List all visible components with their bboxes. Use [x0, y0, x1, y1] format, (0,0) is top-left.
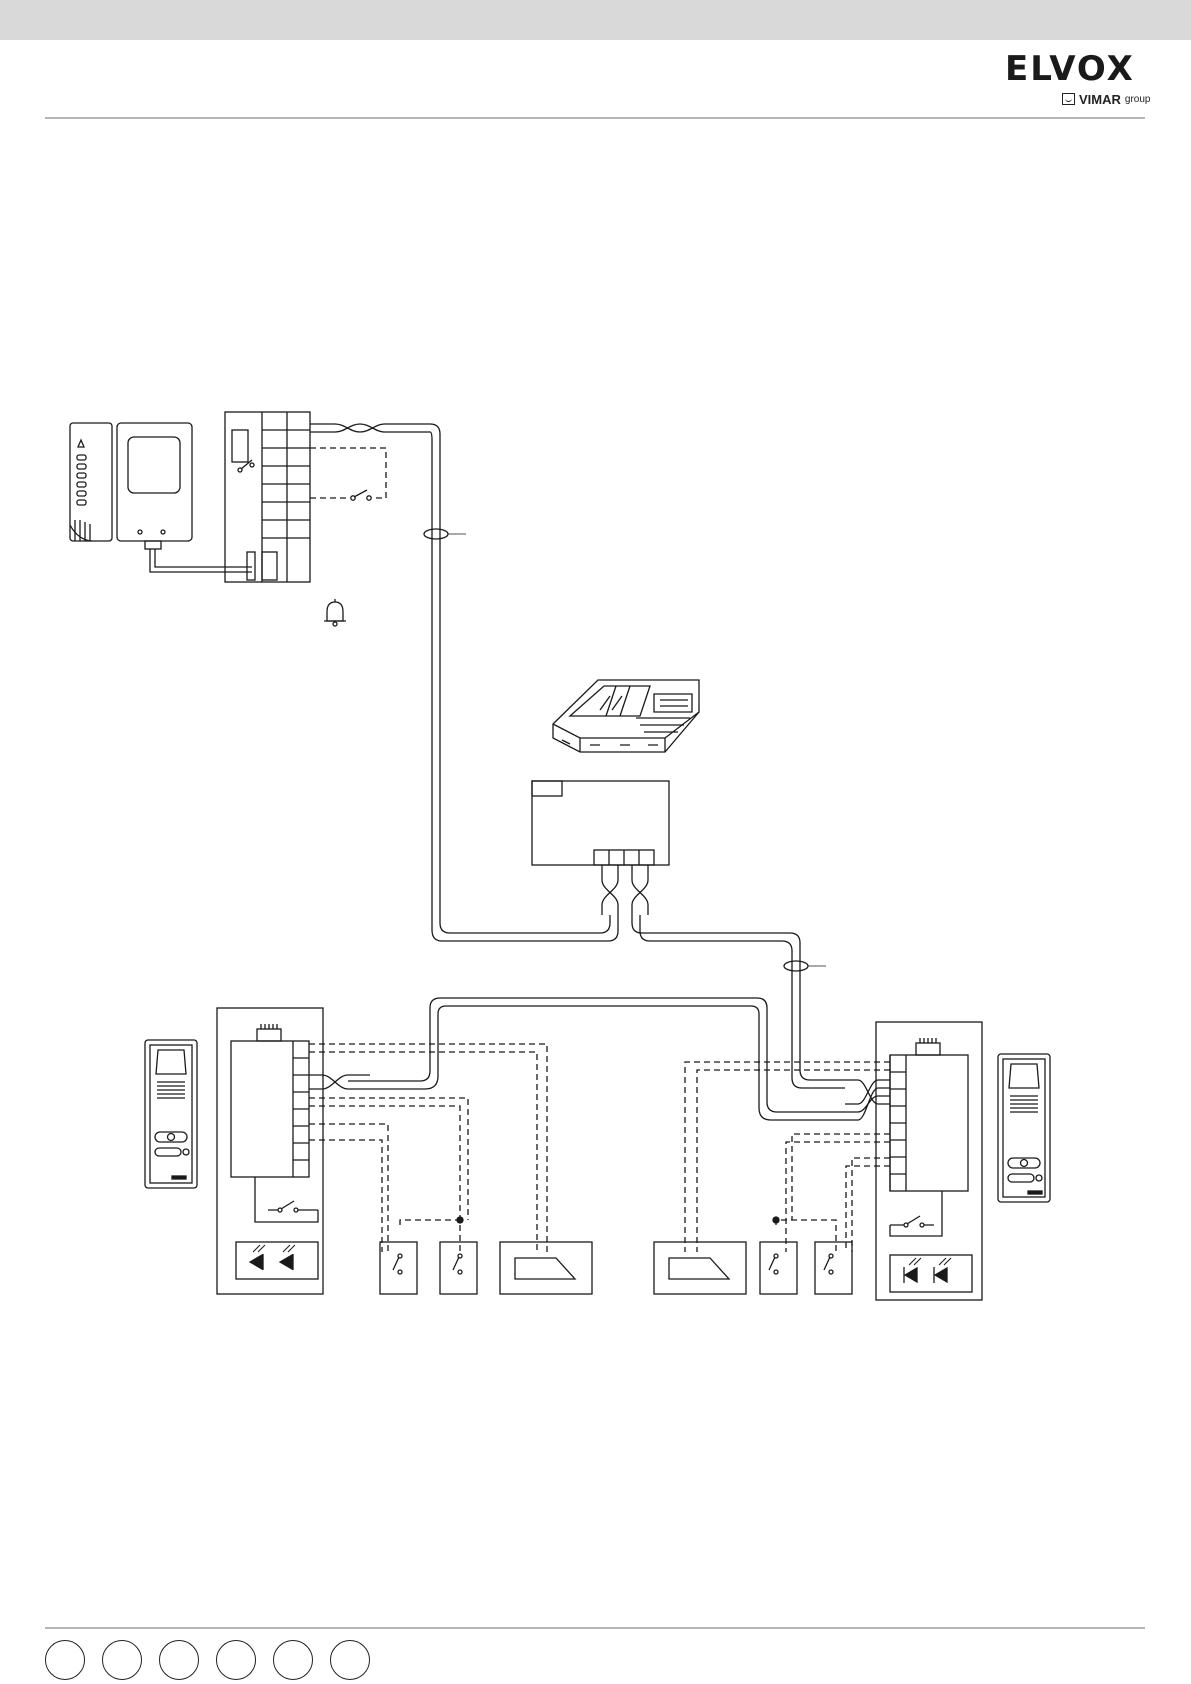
push-button-right	[760, 1242, 852, 1294]
language-circle[interactable]	[45, 1640, 85, 1680]
control-wires-right	[685, 1062, 890, 1252]
entrance-enclosure-right	[876, 1022, 982, 1300]
diode-icon	[250, 1254, 293, 1270]
power-supply-unit	[532, 781, 669, 865]
switch-icon	[278, 1201, 298, 1212]
switch-icon	[393, 1254, 462, 1274]
bus-twisted-pair-top	[310, 424, 430, 432]
entrance-enclosure-left	[217, 1008, 323, 1294]
language-circle[interactable]	[273, 1640, 313, 1680]
language-circle[interactable]	[330, 1640, 370, 1680]
led-light-icon	[909, 1258, 951, 1265]
bus-twisted-pair-left	[309, 1075, 370, 1089]
switch-icon	[904, 1216, 924, 1227]
bus-twisted-pair-right	[845, 1080, 890, 1120]
bus-cable-panels	[370, 998, 845, 1120]
diode-icon	[904, 1267, 947, 1283]
psu-twisted-outputs	[602, 865, 648, 915]
junction-dot	[773, 1217, 779, 1223]
terminal-block-icon	[262, 430, 310, 538]
push-button-left	[380, 1242, 477, 1294]
led-light-icon	[253, 1245, 295, 1252]
entrance-panel-right	[998, 1054, 1050, 1202]
door-lock-left	[500, 1242, 592, 1294]
language-circle[interactable]	[159, 1640, 199, 1680]
handset-terminal-box	[225, 412, 310, 582]
junction-dot	[457, 1217, 463, 1223]
switch-icon	[769, 1254, 833, 1274]
handset-buttons	[77, 455, 86, 505]
entrance-panel-left	[145, 1040, 197, 1188]
language-circle[interactable]	[216, 1640, 256, 1680]
bell-circuit	[310, 448, 386, 498]
switch-icon	[351, 490, 371, 500]
language-circle[interactable]	[102, 1640, 142, 1680]
power-supply-module	[553, 680, 699, 752]
bus-cable-main	[424, 424, 618, 941]
language-selector	[45, 1640, 370, 1680]
door-lock-right	[654, 1242, 746, 1294]
footer-rule	[45, 1627, 1145, 1629]
bell-icon	[324, 599, 346, 626]
